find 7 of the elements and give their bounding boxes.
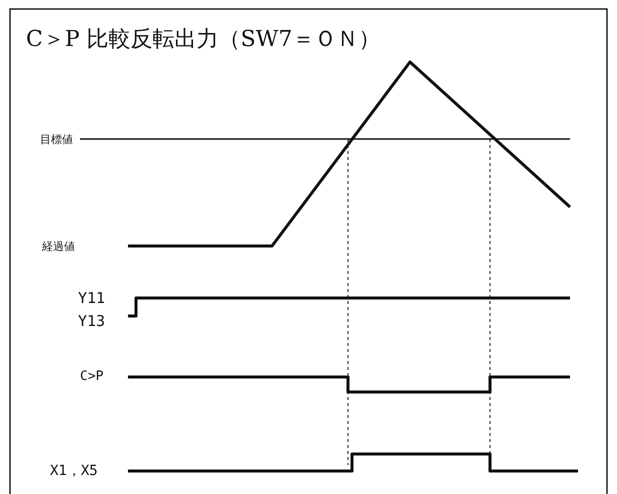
signal-label: Y11 [78, 288, 106, 307]
signal-label: 目標値 [40, 132, 73, 148]
signal-label: Y13 [78, 312, 106, 330]
signal-label: C>P [80, 368, 104, 384]
signal-label: X1，X5 [50, 462, 98, 480]
signal-label: 経過値 [42, 239, 75, 254]
diagram-title: C＞P 比較反転出力（SW7＝ＯＮ） [26, 26, 380, 54]
